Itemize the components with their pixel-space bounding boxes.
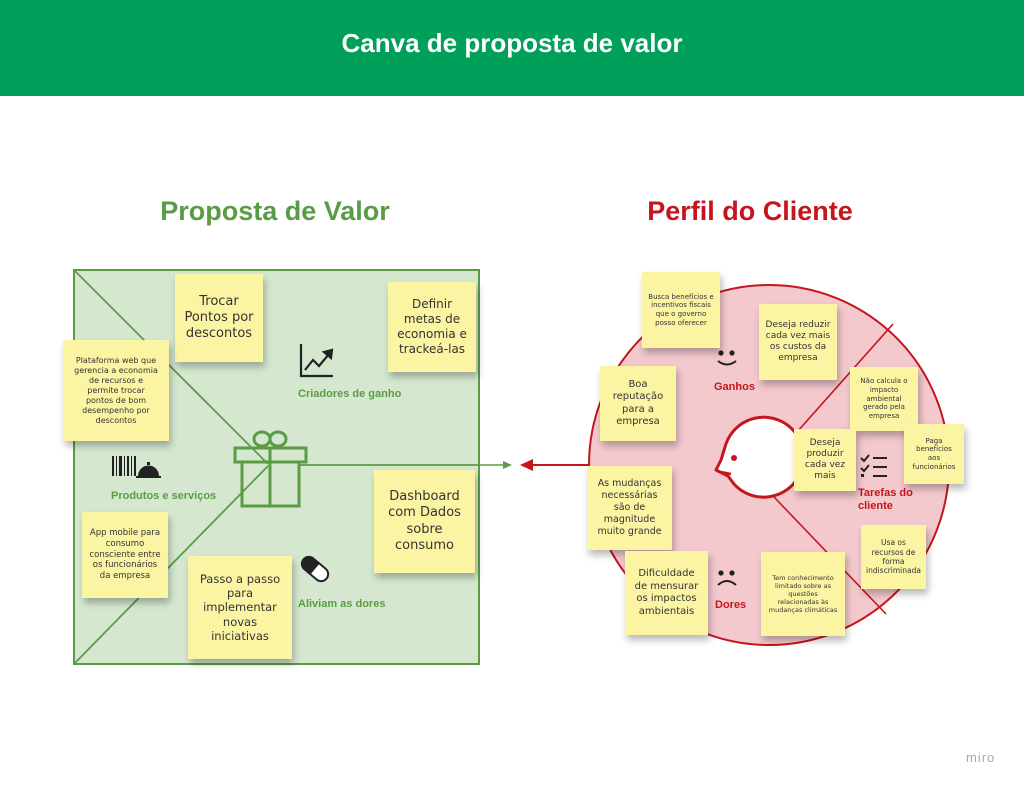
gains-label: Ganhos bbox=[714, 381, 755, 393]
chart-growth-icon bbox=[299, 344, 334, 378]
customer-jobs-label: Tarefas do cliente bbox=[858, 487, 913, 513]
connector-arrowhead bbox=[520, 459, 533, 471]
vp-divider-line bbox=[73, 269, 269, 465]
sticky-note[interactable]: Dashboard com Dados sobre consumo bbox=[374, 470, 475, 573]
miro-brand: miro bbox=[966, 750, 996, 765]
barcode-icon bbox=[112, 456, 136, 476]
sticky-note[interactable]: Deseja produzir cada vez mais bbox=[794, 429, 856, 491]
customer-head-icon bbox=[714, 415, 806, 499]
pain-relievers-label: Aliviam as dores bbox=[298, 598, 386, 610]
connector-arrowhead bbox=[503, 461, 512, 469]
sticky-note[interactable]: Definir metas de economia e trackeá-las bbox=[388, 282, 476, 372]
sticky-note[interactable]: As mudanças necessárias são de magnitude… bbox=[587, 466, 672, 550]
customer-profile-title: Perfil do Cliente bbox=[647, 196, 853, 226]
sticky-note[interactable]: Paga benefícios aos funcionários bbox=[904, 424, 964, 484]
sticky-note[interactable]: Boa reputação para a empresa bbox=[600, 366, 676, 441]
sticky-note[interactable]: Trocar Pontos por descontos bbox=[175, 274, 263, 362]
sticky-note[interactable]: Busca benefícios e incentivos fiscais qu… bbox=[642, 272, 720, 348]
checklist-icon bbox=[860, 454, 887, 477]
pains-label: Dores bbox=[715, 599, 747, 611]
pill-icon bbox=[300, 555, 330, 583]
smile-icon bbox=[717, 350, 737, 366]
gain-creators-label: Criadores de ganho bbox=[298, 388, 402, 400]
sad-icon bbox=[717, 570, 737, 586]
sticky-note[interactable]: Usa os recursos de forma indiscriminada bbox=[861, 525, 926, 589]
header-bar: Canva de proposta de valor bbox=[0, 0, 1024, 96]
sticky-note[interactable]: Plataforma web que gerencia a economia d… bbox=[63, 340, 169, 441]
page-title: Canva de proposta de valor bbox=[341, 28, 683, 58]
service-bell-icon bbox=[136, 462, 161, 478]
sticky-note[interactable]: Passo a passo para implementar novas ini… bbox=[188, 556, 292, 659]
products-services-label: Produtos e serviços bbox=[111, 490, 217, 502]
gift-icon bbox=[233, 430, 308, 508]
sticky-note[interactable]: Não calcula o impacto ambiental gerado p… bbox=[850, 367, 918, 431]
sticky-note[interactable]: Dificuldade de mensurar os impactos ambi… bbox=[625, 551, 708, 635]
vp-divider-line bbox=[73, 465, 269, 665]
sticky-note[interactable]: App mobile para consumo consciente entre… bbox=[82, 512, 168, 598]
sticky-note[interactable]: Deseja reduzir cada vez mais os custos d… bbox=[759, 304, 837, 380]
value-proposition-title: Proposta de Valor bbox=[160, 196, 390, 226]
sticky-note[interactable]: Tem conhecimento limitado sobre as quest… bbox=[761, 552, 845, 636]
